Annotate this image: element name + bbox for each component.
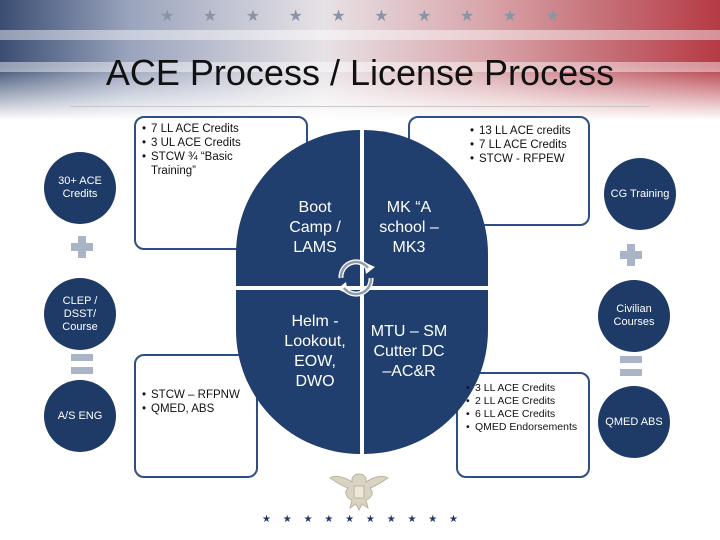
flag-stripe	[0, 30, 720, 40]
right-bottom-circle: QMED ABS	[598, 386, 670, 458]
bottom-left-bullets: STCW – RFPNW QMED, ABS	[142, 388, 250, 416]
star-icon: ★	[245, 8, 261, 25]
title-divider	[70, 106, 650, 107]
star-icon: ★	[288, 8, 303, 25]
flag-stripe	[0, 62, 720, 72]
right-top-circle: CG Training	[604, 158, 676, 230]
star-icon: ★	[365, 514, 375, 525]
star-icon: ★	[545, 8, 560, 25]
plus-icon	[620, 244, 642, 266]
flag-banner	[0, 0, 720, 120]
star-icon: ★	[262, 514, 271, 525]
bullet-item: STCW – RFPNW	[142, 388, 250, 402]
star-icon: ★	[324, 514, 334, 525]
left-middle-circle: CLEP / DSST/ Course	[44, 278, 116, 350]
star-icon: ★	[417, 8, 432, 25]
bullet-item: STCW - RFPEW	[470, 152, 582, 166]
bullet-item: 7 LL ACE Credits	[142, 122, 262, 136]
eagle-seal-icon	[329, 473, 389, 512]
bullet-item: 3 LL ACE Credits	[466, 382, 578, 395]
star-icon: ★	[407, 514, 417, 525]
top-star-row: ★ ★ ★ ★ ★ ★ ★ ★ ★ ★	[160, 6, 560, 28]
page-title: ACE Process / License Process	[105, 52, 615, 93]
bullet-item: 2 LL ACE Credits	[466, 395, 578, 408]
star-icon: ★	[303, 514, 313, 525]
bullet-item: 13 LL ACE credits	[470, 124, 582, 138]
left-bottom-circle: A/S ENG	[44, 380, 116, 452]
star-icon: ★	[502, 8, 518, 25]
equals-icon	[620, 356, 642, 376]
quadrant-label: MK “A school – MK3	[379, 199, 439, 256]
star-icon: ★	[345, 514, 355, 525]
bullet-item: 3 UL ACE Credits	[142, 136, 262, 150]
star-icon: ★	[374, 8, 389, 25]
left-top-circle: 30+ ACE Credits	[44, 152, 116, 224]
bullet-item: QMED, ABS	[142, 402, 250, 416]
right-middle-circle: Civilian Courses	[598, 280, 670, 352]
star-icon: ★	[428, 514, 438, 525]
star-icon: ★	[459, 8, 475, 25]
quadrant-label: MTU – SM Cutter DC –AC&R	[370, 323, 448, 380]
bullet-item: STCW ¾ “Basic Training”	[142, 150, 262, 178]
bottom-left-box	[134, 354, 258, 478]
top-left-bullets: 7 LL ACE Credits 3 UL ACE Credits STCW ¾…	[142, 122, 262, 178]
equals-icon	[71, 354, 93, 374]
star-icon: ★	[282, 514, 292, 525]
star-icon: ★	[331, 8, 346, 25]
star-icon: ★	[202, 8, 218, 25]
star-icon: ★	[386, 514, 396, 525]
plus-icon	[71, 236, 93, 258]
bullet-item: QMED Endorsements	[466, 421, 578, 434]
quadrant-label: Helm - Lookout, EOW, DWO	[284, 313, 346, 390]
star-icon: ★	[160, 8, 175, 25]
cycle-arrows-icon	[337, 259, 375, 297]
quadrant-label: Boot Camp / LAMS	[289, 199, 341, 256]
star-icon: ★	[449, 514, 458, 525]
bullet-item: 7 LL ACE Credits	[470, 138, 582, 152]
bottom-star-row: ★ ★ ★ ★ ★ ★ ★ ★ ★ ★	[262, 514, 458, 525]
top-right-bullets: 13 LL ACE credits 7 LL ACE Credits STCW …	[470, 124, 582, 166]
bullet-item: 6 LL ACE Credits	[466, 408, 578, 421]
bottom-right-bullets: 3 LL ACE Credits 2 LL ACE Credits 6 LL A…	[466, 382, 578, 434]
